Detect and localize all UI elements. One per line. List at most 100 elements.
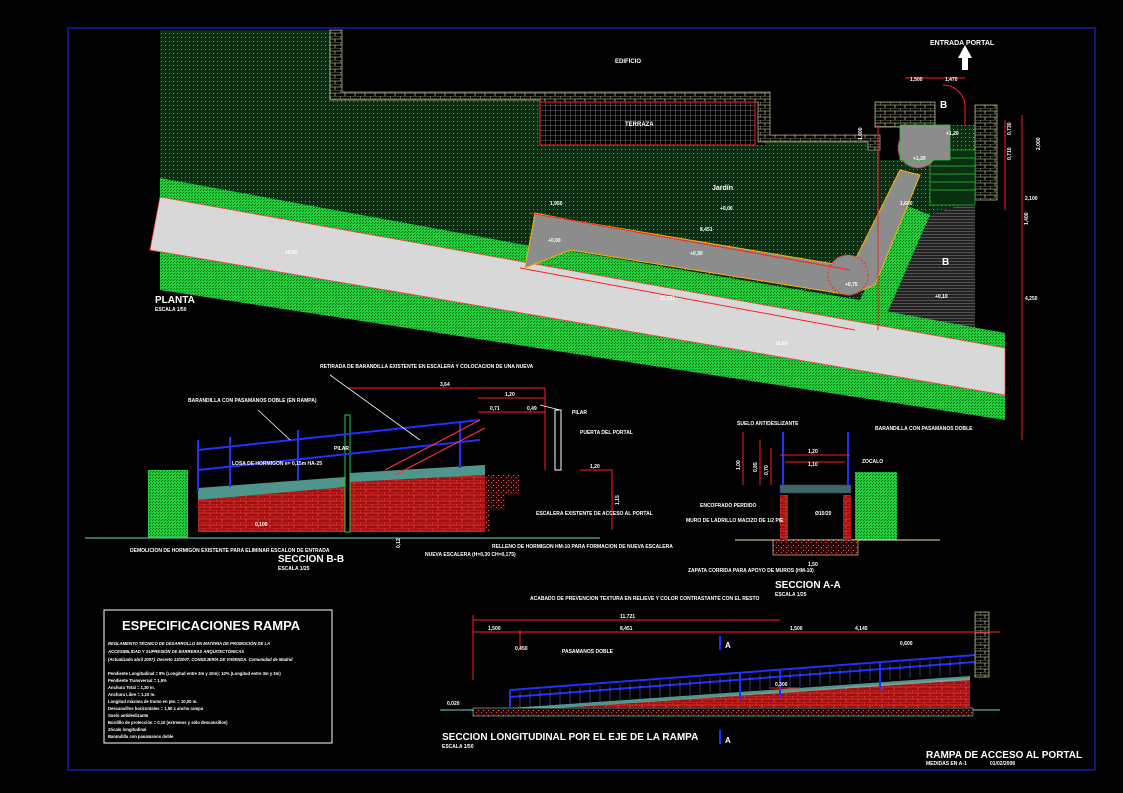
dimension-label: 1,50: [808, 562, 818, 568]
drawing-title: RAMPA DE ACCESO AL PORTAL: [926, 750, 1082, 761]
dimension-label: 1,400: [1024, 212, 1030, 225]
hedge-ramp: [565, 205, 930, 330]
dimension-label: 0,710: [1007, 147, 1013, 160]
dimension-label: 0,020: [447, 701, 460, 707]
dimension-label: 0,70: [764, 465, 770, 475]
dimension-label: 8,451: [620, 626, 633, 632]
note-label: RETIRADA DE BARANDILLA EXISTENTE EN ESCA…: [320, 364, 534, 370]
level-label: +0,75: [845, 282, 858, 288]
note-label: ENCOFRADO PERDIDO: [700, 503, 757, 509]
level-label: ±0,00: [285, 250, 298, 256]
dimension-label: 1,20: [590, 464, 600, 470]
terrace-label: TERRAZA: [625, 122, 654, 128]
note-label: BARANDILLA CON PASAMANOS DOBLE: [875, 426, 973, 432]
building-wall: [329, 29, 881, 151]
section-mark-a-top: A: [725, 641, 731, 650]
portal-wall: [874, 101, 936, 128]
dimension-label: 3,64: [440, 382, 450, 388]
note-label: ZAPATA CORRIDA PARA APOYO DE MUROS (HM-1…: [688, 568, 814, 574]
portal-wall-right: [974, 104, 998, 201]
note-label: MURO DE LADRILLO MACIZO DE 1/2 PIE: [686, 518, 784, 524]
section-mark-b-top: B: [940, 100, 947, 111]
section-bb: BARANDILLA CON PASAMANOS DOBLE (EN RAMPA…: [85, 364, 673, 572]
arrow-up-icon: [958, 45, 972, 70]
spec-item: Bordillo de protección = 0,10 (extremos …: [108, 720, 228, 725]
stair-hatch: [880, 200, 975, 330]
spec-item: Anchura Libre = 1,10 m.: [108, 692, 155, 697]
drawing-units: MEDIDAS EN A-1: [926, 761, 967, 767]
section-long-title: SECCION LONGITUDINAL POR EL EJE DE LA RA…: [442, 732, 698, 743]
landing-lower: [827, 254, 869, 296]
dimension-label: 1,20: [505, 392, 515, 398]
entrance-label: ENTRADA PORTAL: [930, 40, 995, 47]
note-label: PUERTA DEL PORTAL: [580, 430, 633, 436]
dimension-label: 1,950: [550, 201, 563, 207]
dimension-label: 1,10: [808, 462, 818, 468]
dimension-label: 0,730: [1007, 122, 1013, 135]
dimension-label: 1,15: [615, 495, 621, 505]
dimension-label: 0,12: [396, 538, 402, 548]
spec-item: Pendiente Transversal = 1,5%: [108, 678, 167, 683]
section-aa: SUELO ANTIDESLIZANTE BARANDILLA CON PASA…: [686, 421, 973, 598]
specs-title: ESPECIFICACIONES RAMPA: [122, 618, 301, 633]
dimension-label: 1,470: [945, 77, 958, 83]
note-label: PASAMANOS DOBLE: [562, 649, 614, 655]
terrace: [539, 101, 756, 146]
drawing-frame: [67, 27, 1096, 771]
spec-reference: REGLAMENTO TÉCNICO DE DESARROLLO EN MATE…: [108, 641, 270, 646]
hedge-bottom: [160, 250, 1005, 420]
level-label: ±0,00: [775, 341, 788, 347]
plan-scale: ESCALA 1/50: [155, 307, 187, 313]
dimension-label: 0,450: [515, 646, 528, 652]
drawing-date: 01/02/2008: [990, 761, 1015, 767]
dimension-label: 1,600: [858, 127, 864, 140]
street: [149, 196, 1006, 396]
level-label: +0,10: [935, 294, 948, 300]
dimension-label: 1,00: [736, 460, 742, 470]
level-label: +1,20: [946, 131, 959, 137]
spec-item: Zócalo longitudinal: [108, 727, 146, 732]
spec-item: Pendiente Longitudinal = 8% (Longitud en…: [108, 671, 281, 676]
spec-reference: (Actualizado abril 2007). Decreto 13/200…: [108, 657, 293, 662]
note-label: LOSA DE HORMIGON e= 0,15m HA-25: [232, 461, 322, 467]
level-label: +0,00: [720, 206, 733, 212]
note-label: RELLENO DE HORMIGON HM-10 PARA FORMACION…: [492, 544, 673, 550]
note-label: BARANDILLA CON PASAMANOS DOBLE (EN RAMPA…: [188, 398, 317, 404]
spec-item: Longitud máxima de tramo en pte. = 10,00…: [108, 699, 197, 704]
spec-reference: ACCESIBILIDAD Y SUPRESIÓN DE BARRERAS AR…: [107, 649, 244, 654]
section-bb-title: SECCION B-B: [278, 554, 344, 565]
specifications-box: ESPECIFICACIONES RAMPA REGLAMENTO TÉCNIC…: [103, 609, 333, 744]
section-mark-a-bottom: A: [725, 736, 731, 745]
note-label: SUELO ANTIDESLIZANTE: [737, 421, 799, 427]
section-aa-title: SECCION A-A: [775, 580, 841, 591]
level-label: +0,00: [548, 238, 561, 244]
plan-title: PLANTA: [155, 295, 195, 306]
note-label: ZOCALO: [862, 459, 883, 465]
note-label: PILAR: [334, 446, 349, 452]
dimension-label: 0,300: [775, 682, 788, 688]
note-label: DEMOLICION DE HORMIGON EXISTENTE PARA EL…: [130, 548, 330, 554]
note-label: NUEVA ESCALERA (H=0,30 CH=0,175): [425, 552, 516, 558]
garden-label: Jardín: [712, 185, 733, 192]
dimension-label: 0,71: [490, 406, 500, 412]
dimension-label: 1,20: [808, 449, 818, 455]
spec-item: Descansillos horizontales = 1,50 x ancho…: [108, 706, 204, 711]
plan-view: ENTRADA PORTAL EDIFICIO TERRAZA Jardín B…: [149, 29, 1042, 440]
section-long-scale: ESCALA 1/50: [442, 744, 474, 750]
spec-item: Anchura Total = 1,30 m.: [108, 685, 155, 690]
dimension-label: 2,100: [1025, 196, 1038, 202]
dimension-label: 11,721: [620, 614, 635, 620]
section-mark-b-bottom: B: [942, 257, 949, 268]
dimension-label: 0,49: [527, 406, 537, 412]
dimension-label: 1,500: [910, 77, 923, 83]
note-label: ESCALERA EXISTENTE DE ACCESO AL PORTAL: [536, 511, 653, 517]
level-label: +0,30: [690, 251, 703, 257]
section-longitudinal: A A ACABADO DE PREVENCION TEXTURA EN REL…: [440, 596, 1000, 750]
dimension-label: 11,721: [660, 296, 675, 302]
dimension-label: 8,451: [700, 227, 713, 233]
note-label: Ø10/20: [815, 511, 832, 517]
dimension-label: 4,250: [1025, 296, 1038, 302]
dimension-label: 0,85: [753, 462, 759, 472]
dimension-label: 0,600: [900, 641, 913, 647]
